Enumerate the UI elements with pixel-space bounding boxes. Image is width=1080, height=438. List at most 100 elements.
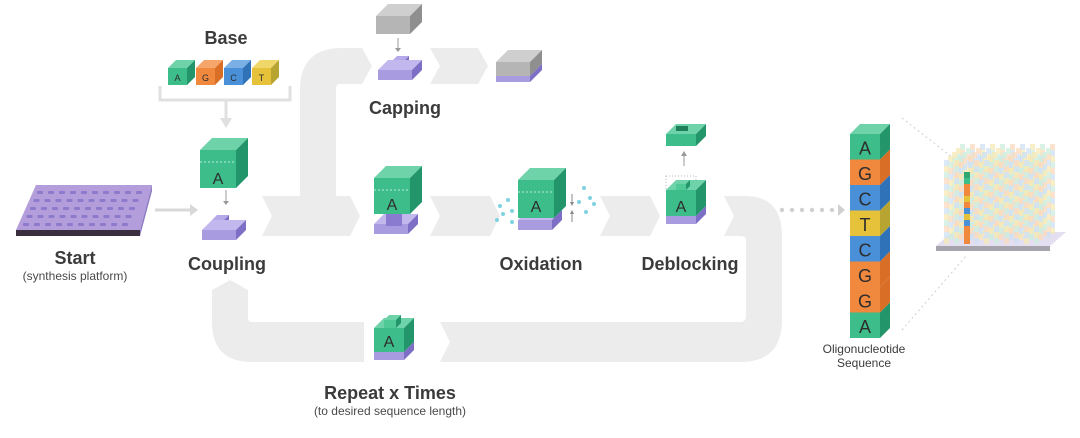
array-base-edge xyxy=(936,246,1050,251)
sequence-cell-A: A xyxy=(850,124,890,160)
platform-well xyxy=(45,223,51,226)
sequence-cell-G: G xyxy=(850,277,890,313)
dotted-arrow-to-sequence xyxy=(779,204,845,216)
sequence-letter: G xyxy=(858,164,872,184)
platform-well xyxy=(114,191,120,194)
platform-well xyxy=(132,199,139,202)
platform-well xyxy=(74,207,80,210)
oxidation-letter: A xyxy=(531,199,542,216)
reagent-dot xyxy=(584,210,588,214)
oxidation-label: Oxidation xyxy=(499,254,583,274)
platform-well xyxy=(92,191,98,194)
platform-well xyxy=(56,223,62,226)
platform-well xyxy=(96,207,102,210)
sequence-letter: G xyxy=(858,292,872,312)
platform-well xyxy=(107,207,113,210)
platform-well xyxy=(81,215,88,218)
base-cube-T xyxy=(252,60,279,85)
sequence-cell-C: C xyxy=(850,226,890,262)
platform-well xyxy=(67,223,73,226)
platform-well xyxy=(125,191,131,194)
platform-well xyxy=(129,207,135,210)
base-letter-C: C xyxy=(230,73,237,83)
platform-well xyxy=(99,199,106,202)
sequence-cell-T: T xyxy=(850,200,890,236)
platform-well xyxy=(70,191,76,194)
sequence-cell-G: G xyxy=(850,149,890,185)
sequence-letter: G xyxy=(858,266,872,286)
capping-reagent xyxy=(376,4,422,34)
platform-well xyxy=(30,207,36,210)
flow-tracks xyxy=(212,48,782,362)
platform-well xyxy=(118,207,124,210)
reagent-dot xyxy=(501,212,505,216)
reagent-dot xyxy=(510,220,514,224)
sequence-cell-G: G xyxy=(850,251,890,287)
base-letter-G: G xyxy=(202,73,209,83)
platform-well xyxy=(48,215,55,218)
platform-well xyxy=(92,215,99,218)
intermediate-letter: A xyxy=(387,197,398,214)
capping-label: Capping xyxy=(369,98,441,118)
deblocking-letter: A xyxy=(676,199,687,216)
sequence-label-line2: Sequence xyxy=(836,356,892,370)
sequence-letter: C xyxy=(859,190,872,210)
repeat-label: Repeat x Times xyxy=(324,383,456,403)
platform-well xyxy=(111,223,117,226)
sequence-letter: A xyxy=(859,317,871,337)
sequence-cell-C: C xyxy=(850,175,890,211)
platform-well xyxy=(78,223,84,226)
main-track-segment-1 xyxy=(262,196,360,236)
reagent-dot xyxy=(588,196,592,200)
platform-well xyxy=(26,215,33,218)
coupling-substrate xyxy=(202,220,246,240)
platform-well xyxy=(63,207,69,210)
oligo-array xyxy=(936,144,1066,251)
platform-well xyxy=(125,215,132,218)
repeat-letter: A xyxy=(384,334,395,351)
platform-well xyxy=(41,207,47,210)
capped-block xyxy=(496,50,542,76)
reagent-dot xyxy=(582,186,586,190)
platform-well xyxy=(34,223,40,226)
reagent-dot xyxy=(495,218,499,222)
platform-well xyxy=(66,199,73,202)
capping-substrate xyxy=(378,60,422,80)
intermediate-nucleotide-cube xyxy=(374,166,422,214)
coupling-illustration: A xyxy=(200,138,248,240)
highlighted-array-column xyxy=(964,172,970,244)
platform-well xyxy=(103,215,110,218)
coupling-label: Coupling xyxy=(188,254,266,274)
oxidation-illustration: A xyxy=(495,168,596,230)
return-loop-track xyxy=(440,196,782,362)
platform-well xyxy=(136,191,142,194)
repeat-illustration: A xyxy=(374,315,414,360)
intermediate-illustration: A xyxy=(374,166,422,234)
reagent-dot xyxy=(506,198,510,202)
coupling-letter: A xyxy=(213,171,224,188)
reagent-dot xyxy=(577,200,581,204)
platform-well xyxy=(59,215,66,218)
coupling-nucleotide-cube xyxy=(200,138,248,188)
sequence-cell-A: A xyxy=(850,302,890,338)
platform-well xyxy=(33,199,40,202)
base-cube-C xyxy=(224,60,251,85)
platform-well xyxy=(52,207,58,210)
platform-well xyxy=(88,199,95,202)
return-loop-track-2 xyxy=(212,280,364,362)
reagent-dot xyxy=(498,204,502,208)
deblocking-peg xyxy=(676,180,690,190)
base-letter-A: A xyxy=(174,73,180,83)
capping-branch-track-2 xyxy=(430,48,488,84)
platform-well xyxy=(44,199,51,202)
base-label: Base xyxy=(204,28,248,48)
start-sublabel: (synthesis platform) xyxy=(22,269,128,283)
reagent-dot xyxy=(510,209,514,213)
sequence-letter: T xyxy=(860,215,871,235)
platform-well xyxy=(70,215,77,218)
platform-well xyxy=(122,223,128,226)
platform-well xyxy=(100,223,106,226)
repeat-sublabel: (to desired sequence length) xyxy=(313,404,467,418)
